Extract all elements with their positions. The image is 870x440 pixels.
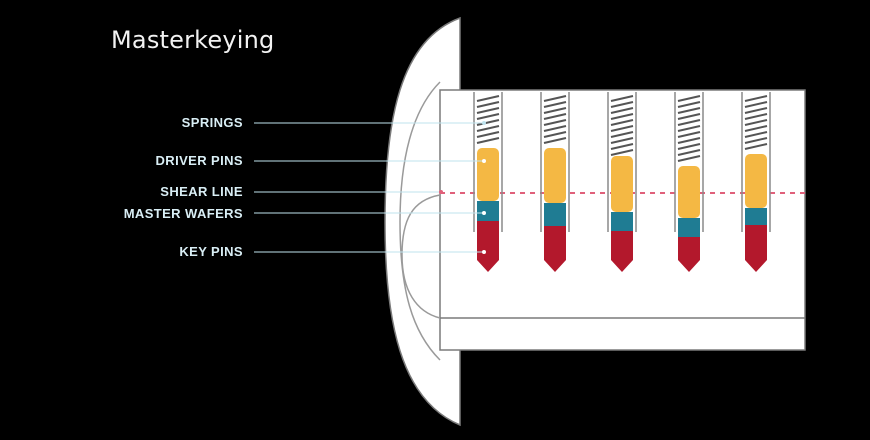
spring-coil [677,125,701,132]
spring-coil [677,143,701,150]
driver-pin [678,166,700,218]
driver-pin [477,148,499,201]
spring-coil [677,149,701,156]
spring-coil [677,137,701,144]
leader-springs-dot [482,121,486,125]
label-key-pins: KEY PINS [179,244,243,259]
spring-coil [543,137,567,144]
spring-coil [476,95,500,102]
key-pin [544,226,566,272]
spring-coil [476,137,500,144]
spring-coil [543,131,567,138]
spring-coil [744,131,768,138]
master-wafer [477,201,499,221]
spring-coil [677,101,701,108]
key-pin [678,237,700,272]
spring-coil [610,131,634,138]
spring-coil [677,107,701,114]
key-pin [745,225,767,272]
label-springs: SPRINGS [181,115,243,130]
leader-key-pins-dot [482,250,486,254]
spring-coil [744,137,768,144]
pin-stacks [473,92,771,272]
spring-coil [744,143,768,150]
spring-coil [610,125,634,132]
spring-coil [543,101,567,108]
spring-coil [677,119,701,126]
spring-coil [476,113,500,120]
label-master-wafers: MASTER WAFERS [123,206,243,221]
spring-coil [744,113,768,120]
label-driver-pins: DRIVER PINS [155,153,243,168]
spring-coil [476,125,500,132]
spring-coil [677,131,701,138]
master-wafer [745,208,767,225]
spring-coil [610,149,634,156]
spring-coil [610,113,634,120]
spring-coil [744,101,768,108]
key-pin [611,231,633,272]
spring-coil [744,95,768,102]
spring-coil [744,119,768,126]
driver-pin [745,154,767,208]
spring-coil [677,155,701,162]
key-pin [477,221,499,272]
spring-coil [610,107,634,114]
driver-pin [544,148,566,203]
spring-coil [543,95,567,102]
driver-pin [611,156,633,212]
spring-coil [744,107,768,114]
flange-inner-curve [399,81,441,361]
spring-coil [476,119,500,126]
spring-coil [610,101,634,108]
spring-coil [610,143,634,150]
diagram-title: Masterkeying [111,26,275,54]
master-wafer [611,212,633,231]
spring-coil [476,131,500,138]
spring-coil [744,125,768,132]
spring-coil [543,125,567,132]
master-wafer [678,218,700,237]
spring-coil [476,107,500,114]
leader-master-wafers-dot [482,211,486,215]
leader-shear-line-dot [439,190,443,194]
master-wafer [544,203,566,226]
spring-coil [543,107,567,114]
spring-coil [543,119,567,126]
spring-coil [677,113,701,120]
leader-lines [254,121,486,254]
leader-driver-pins-dot [482,159,486,163]
label-shear-line: SHEAR LINE [160,184,243,199]
spring-coil [610,137,634,144]
spring-coil [677,95,701,102]
spring-coil [610,95,634,102]
spring-coil [543,113,567,120]
spring-coil [610,119,634,126]
plug-front-curve [401,194,441,319]
spring-coil [476,101,500,108]
